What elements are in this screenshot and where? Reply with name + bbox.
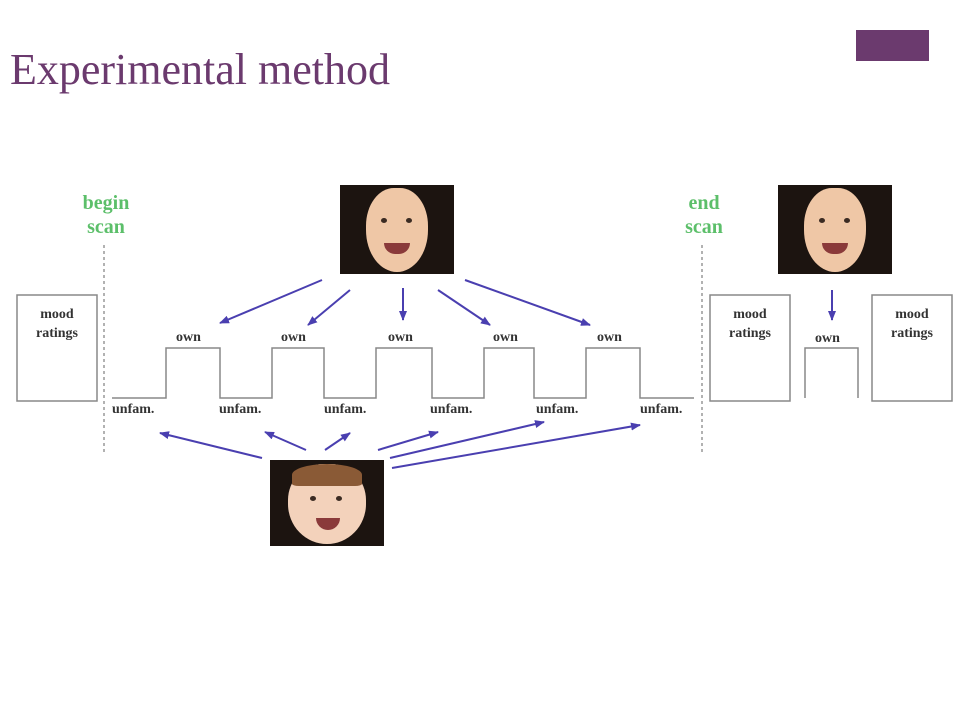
corner-accent-box [856,30,929,61]
arrow-icon [391,422,641,469]
end-scan-label-line: end [688,192,720,214]
infant-face-icon [288,464,366,544]
mouth-icon [384,243,410,254]
own-block-label: own [176,330,201,345]
end-scan-label: end scan [668,191,740,239]
begin-scan-label-line: scan [87,216,125,238]
arrow-icon [219,279,323,324]
own-infant-photo [340,185,454,274]
mood-ratings-label-line: mood [733,307,767,322]
arrow-icon [377,430,439,451]
end-own-block [804,347,859,398]
arrow-icon [437,289,491,326]
mood-ratings-label-line: mood [40,307,74,322]
unfam-block-label: unfam. [219,402,262,417]
own-block-label: own [493,330,518,345]
eye-icon [406,218,412,223]
infant-face-icon [804,188,866,272]
slide-title: Experimental method [10,45,390,94]
own-block-label: own [388,330,413,345]
mood-ratings-label-line: ratings [891,326,933,341]
arrow-icon [464,279,591,326]
unfam-block-label: unfam. [112,402,155,417]
mood-ratings-label: mood ratings [710,305,790,343]
mood-ratings-label-line: ratings [729,326,771,341]
unfamiliar-infant-photo [270,460,384,546]
mood-ratings-label-line: ratings [36,326,78,341]
mood-ratings-box [16,294,98,402]
infant-face-icon [366,188,428,272]
arrow-icon [389,420,545,459]
unfam-block-label: unfam. [640,402,683,417]
mood-ratings-box [871,294,953,402]
eye-icon [844,218,850,223]
arrow-icon [159,431,263,459]
own-block-label: own [597,330,622,345]
eye-icon [381,218,387,223]
mood-ratings-box [709,294,791,402]
unfam-block-label: unfam. [430,402,473,417]
eye-icon [819,218,825,223]
mouth-icon [316,518,340,530]
arrow-icon [264,431,307,451]
arrow-icon [324,432,351,451]
own-block-label: own [815,331,840,346]
unfam-block-label: unfam. [324,402,367,417]
eye-icon [336,496,342,501]
mood-ratings-label: mood ratings [872,305,952,343]
end-scan-label-line: scan [685,216,723,238]
block-design-wave [112,347,694,399]
mouth-icon [822,243,848,254]
experiment-diagram: begin scan end scan mood ratings mood ra… [0,170,960,560]
own-block-label: own [281,330,306,345]
hair-icon [292,464,362,486]
own-infant-photo-end [778,185,892,274]
diagram-lines [16,245,953,469]
begin-scan-label: begin scan [70,191,142,239]
mood-ratings-label: mood ratings [17,305,97,343]
begin-scan-label-line: begin [82,192,130,214]
eye-icon [310,496,316,501]
unfam-block-label: unfam. [536,402,579,417]
arrow-icon [307,289,351,326]
mood-ratings-label-line: mood [895,307,929,322]
